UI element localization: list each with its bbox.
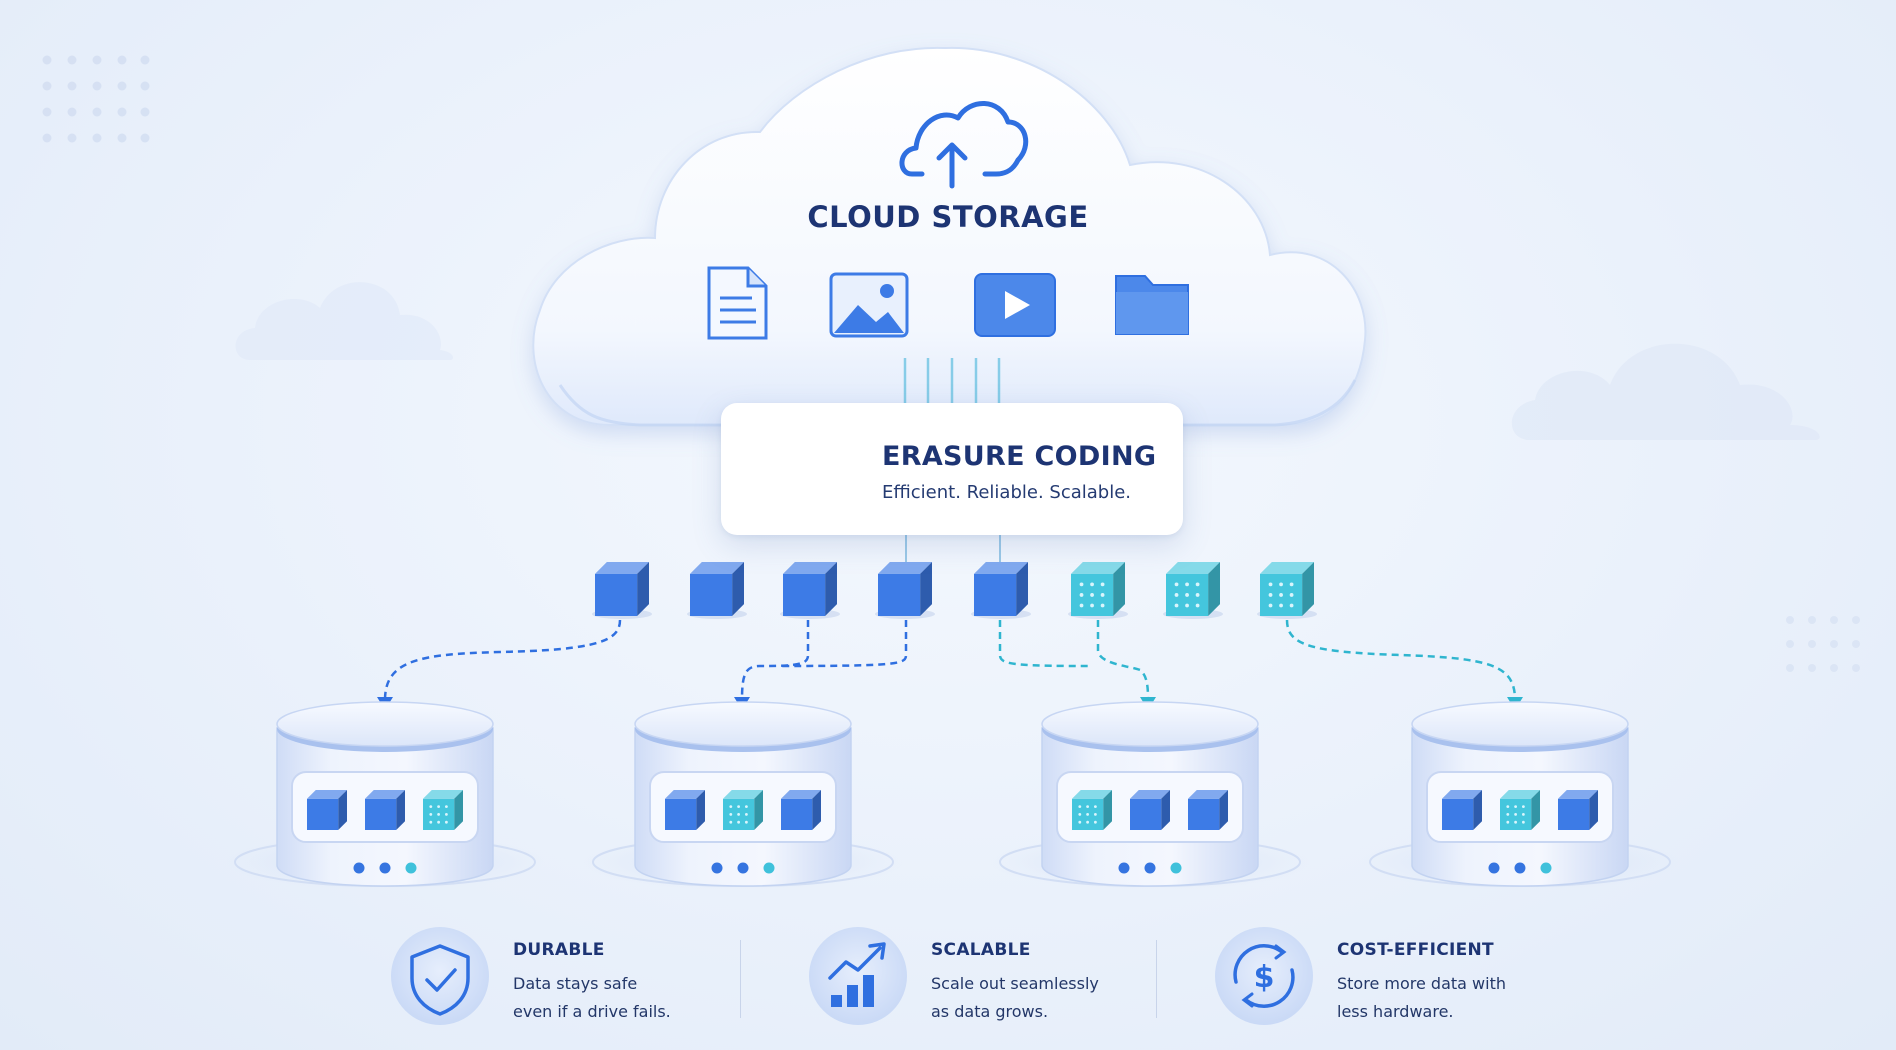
data-block (665, 790, 705, 830)
storage-node (1360, 701, 1680, 890)
feature-title: DURABLE (513, 940, 605, 960)
status-led (1170, 862, 1182, 874)
feature-title: COST-EFFICIENT (1337, 940, 1494, 960)
background-decoration (42, 55, 1860, 672)
route-line (1285, 619, 1517, 701)
arrow-heads (377, 697, 1523, 710)
route-line (383, 619, 622, 701)
feature-description: Scale out seamlessly as data grows. (931, 970, 1211, 1026)
data-block (781, 790, 821, 830)
parity-block (1072, 790, 1112, 830)
video-icon (974, 273, 1056, 337)
erasure-coding-title: ERASURE CODING (882, 441, 1157, 472)
feature-description-line: Data stays safe (513, 974, 638, 993)
status-led (737, 862, 749, 874)
data-block (307, 790, 347, 830)
cloud-upload-icon (899, 101, 1029, 189)
dot-grid-right (1786, 616, 1860, 672)
feature-description-line: Store more data with (1337, 974, 1506, 993)
status-led (405, 862, 417, 874)
data-block (1558, 790, 1598, 830)
card-connector-lines (905, 535, 1001, 563)
data-block (974, 562, 1028, 616)
parity-block (723, 790, 763, 830)
data-block (1130, 790, 1170, 830)
data-block (1442, 790, 1482, 830)
route-line (740, 620, 810, 701)
feature-durable: DURABLE Data stays safe even if a drive … (392, 925, 792, 1035)
feature-cost-efficient: COST-EFFICIENT Store more data with less… (1216, 925, 1616, 1035)
feature-description: Store more data with less hardware. (1337, 970, 1617, 1026)
data-block (878, 562, 932, 616)
feature-divider (1156, 940, 1157, 1018)
route-line (779, 620, 908, 668)
status-led (1514, 862, 1526, 874)
feature-description-line: Scale out seamlessly (931, 974, 1099, 993)
small-cloud-right (1511, 343, 1820, 440)
erasure-coding-subtitle: Efficient. Reliable. Scalable. (882, 482, 1132, 503)
feature-description-line: less hardware. (1337, 1002, 1454, 1021)
cloud-storage-cloud (532, 46, 1367, 427)
status-led (763, 862, 775, 874)
erasure-coding-card: ERASURE CODING Efficient. Reliable. Scal… (721, 403, 1183, 535)
status-led (1144, 862, 1156, 874)
data-block (1188, 790, 1228, 830)
folder-icon (1115, 275, 1189, 335)
status-led (711, 862, 723, 874)
route-line (998, 620, 1091, 668)
storage-node (990, 701, 1310, 890)
feature-divider (740, 940, 741, 1018)
image-icon (829, 272, 909, 338)
parity-block (1260, 562, 1314, 616)
small-cloud-left (235, 282, 453, 360)
data-block (783, 562, 837, 616)
status-led (353, 862, 365, 874)
status-led (1488, 862, 1500, 874)
feature-title: SCALABLE (931, 940, 1031, 960)
status-led (379, 862, 391, 874)
feature-description: Data stays safe even if a drive fails. (513, 970, 793, 1026)
parity-block (1166, 562, 1220, 616)
shield-check-icon (391, 927, 489, 1025)
feature-description-line: as data grows. (931, 1002, 1049, 1021)
data-block (690, 562, 744, 616)
route-line (1096, 620, 1150, 701)
cloud-storage-title: CLOUD STORAGE (807, 200, 1089, 234)
parity-block (1500, 790, 1540, 830)
dollar-cycle-icon: $ (1215, 927, 1313, 1025)
parity-block (1071, 562, 1125, 616)
storage-nodes (225, 701, 1680, 890)
parity-block (423, 790, 463, 830)
routing-lines (383, 619, 1517, 701)
fragment-row (592, 562, 1317, 619)
storage-node (225, 701, 545, 890)
data-block (365, 790, 405, 830)
growth-chart-icon (809, 927, 907, 1025)
svg-text:$: $ (1254, 960, 1275, 995)
feature-scalable: SCALABLE Scale out seamlessly as data gr… (810, 925, 1210, 1035)
feature-description-line: even if a drive fails. (513, 1002, 671, 1021)
document-icon (707, 266, 768, 340)
storage-node (583, 701, 903, 890)
status-led (1118, 862, 1130, 874)
dot-grid-left (42, 55, 150, 143)
cloud-connector-lines (903, 358, 1001, 405)
data-block (595, 562, 649, 616)
status-led (1540, 862, 1552, 874)
